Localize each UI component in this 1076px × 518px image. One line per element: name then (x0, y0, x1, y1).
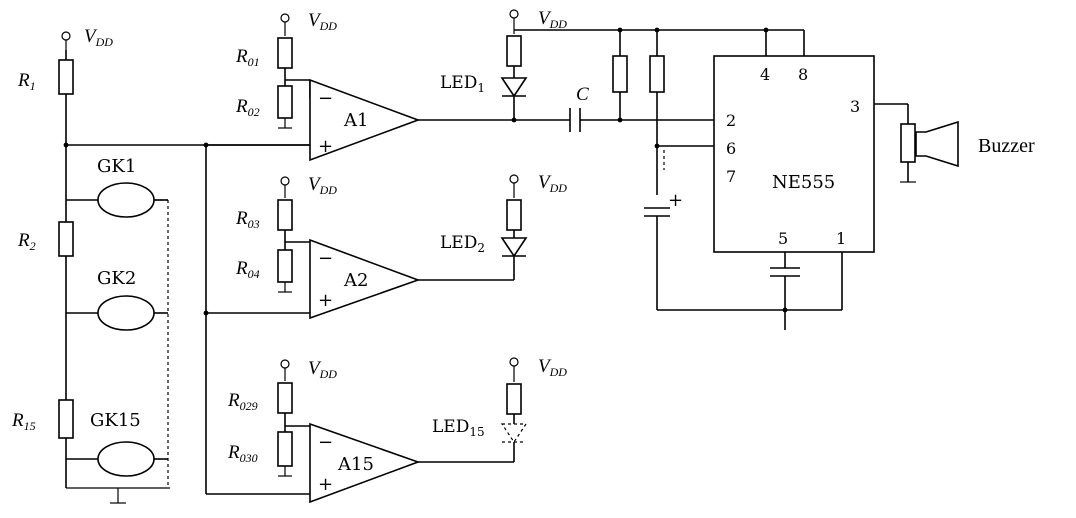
pin-6: 6 (726, 139, 736, 158)
opamp-a2-label: A2 (343, 270, 368, 291)
resistor-r1 (58, 59, 74, 95)
vdd-terminal-led2 (509, 174, 519, 184)
label-cap-c: C (576, 84, 589, 105)
opamp-a2-plus: + (318, 290, 333, 311)
resistor-led2 (506, 199, 522, 231)
vdd-label-led1: VDD (538, 8, 567, 31)
pin-4: 4 (760, 65, 770, 84)
resistor-r04 (277, 249, 293, 283)
led1-branch: VDD LED1 (440, 8, 804, 120)
opamp-a1-minus: − (318, 88, 333, 109)
resistor-r029 (277, 382, 293, 414)
stage-a1: VDD R01 R02 − + A1 (235, 10, 570, 162)
opamp-a15 (309, 422, 421, 504)
opamp-a2 (309, 238, 421, 320)
vdd-terminal-led15 (509, 357, 519, 367)
coupling-capacitor: C (569, 84, 714, 132)
vdd-terminal-led1 (509, 9, 519, 19)
vdd-label-led15: VDD (538, 356, 567, 379)
pin-1: 1 (836, 229, 846, 248)
opamp-a15-plus: + (318, 474, 333, 495)
resistor-r15 (58, 399, 74, 439)
plus-input-bus (205, 144, 310, 495)
label-r030: R030 (227, 442, 258, 465)
led2-branch: VDD LED2 (440, 172, 567, 280)
vdd-terminal-left (61, 31, 71, 41)
opamp-a1 (309, 78, 421, 162)
label-gk1: GK1 (97, 156, 136, 177)
opamp-a15-minus: − (318, 432, 333, 453)
pin-8: 8 (798, 65, 808, 84)
led2-diode (500, 237, 528, 258)
label-led1: LED1 (440, 73, 485, 95)
resistor-r01 (277, 37, 293, 69)
label-r04: R04 (235, 258, 260, 281)
resistor-led1 (506, 35, 522, 67)
opamp-a2-minus: − (318, 248, 333, 269)
ne555-label: NE555 (772, 172, 835, 193)
resistor-r030 (277, 431, 293, 467)
buzzer-coil (900, 123, 916, 163)
pin-7: 7 (726, 167, 736, 186)
label-gk2: GK2 (97, 268, 136, 289)
label-r029: R029 (227, 390, 258, 413)
vdd-label-a1: VDD (308, 10, 337, 33)
resistor-r2 (58, 221, 74, 257)
resistor-led15 (506, 383, 522, 415)
timing-network: + (612, 30, 843, 330)
vdd-label-led2: VDD (538, 172, 567, 195)
vdd-label-a15: VDD (308, 358, 337, 381)
label-r2: R2 (17, 230, 36, 253)
vdd-terminal-a15 (280, 359, 290, 369)
divider-chain: VDD R1 R2 R15 (11, 26, 310, 504)
buzzer-output: Buzzer (874, 103, 1035, 183)
sensor-gk1 (97, 182, 155, 218)
label-r15: R15 (11, 410, 36, 433)
resistor-r02 (277, 85, 293, 119)
stage-a15: VDD R029 R030 − + A15 (227, 358, 514, 504)
junction-dots (63, 27, 788, 316)
sensor-gk15 (97, 441, 155, 477)
label-r01: R01 (235, 46, 260, 69)
speaker-icon (915, 120, 959, 168)
buzzer-label: Buzzer (978, 135, 1035, 157)
opamp-a15-label: A15 (337, 454, 374, 475)
ne555-body (713, 55, 875, 253)
label-cap-plus: + (668, 190, 683, 211)
vdd-terminal-a2 (280, 176, 290, 186)
opamp-a1-label: A1 (343, 110, 368, 131)
sensor-gk2 (97, 295, 155, 331)
pin-5: 5 (778, 229, 788, 248)
label-led15: LED15 (432, 417, 485, 439)
label-r1: R1 (17, 70, 36, 93)
resistor-r03 (277, 199, 293, 231)
label-led2: LED2 (440, 233, 485, 255)
stage-a2: VDD R03 R04 − + A2 (235, 174, 514, 320)
vdd-label-left: VDD (84, 26, 113, 49)
led15-diode (500, 423, 528, 444)
resistor-timing (649, 55, 665, 93)
led1-diode (500, 77, 528, 98)
label-r03: R03 (235, 208, 260, 231)
label-gk15: GK15 (90, 410, 141, 431)
led15-branch: VDD LED15 (432, 356, 567, 462)
pin-2: 2 (726, 111, 736, 130)
opamp-a1-plus: + (318, 136, 333, 157)
pin-3: 3 (850, 97, 860, 116)
vdd-label-a2: VDD (308, 174, 337, 197)
vdd-terminal-a1 (280, 13, 290, 23)
resistor-pullup-trigger (612, 55, 628, 93)
ne555-chip: NE555 4 8 3 2 6 7 5 1 (713, 30, 875, 253)
label-r02: R02 (235, 96, 260, 119)
gk-sensors: GK1 GK2 GK15 (66, 156, 169, 488)
